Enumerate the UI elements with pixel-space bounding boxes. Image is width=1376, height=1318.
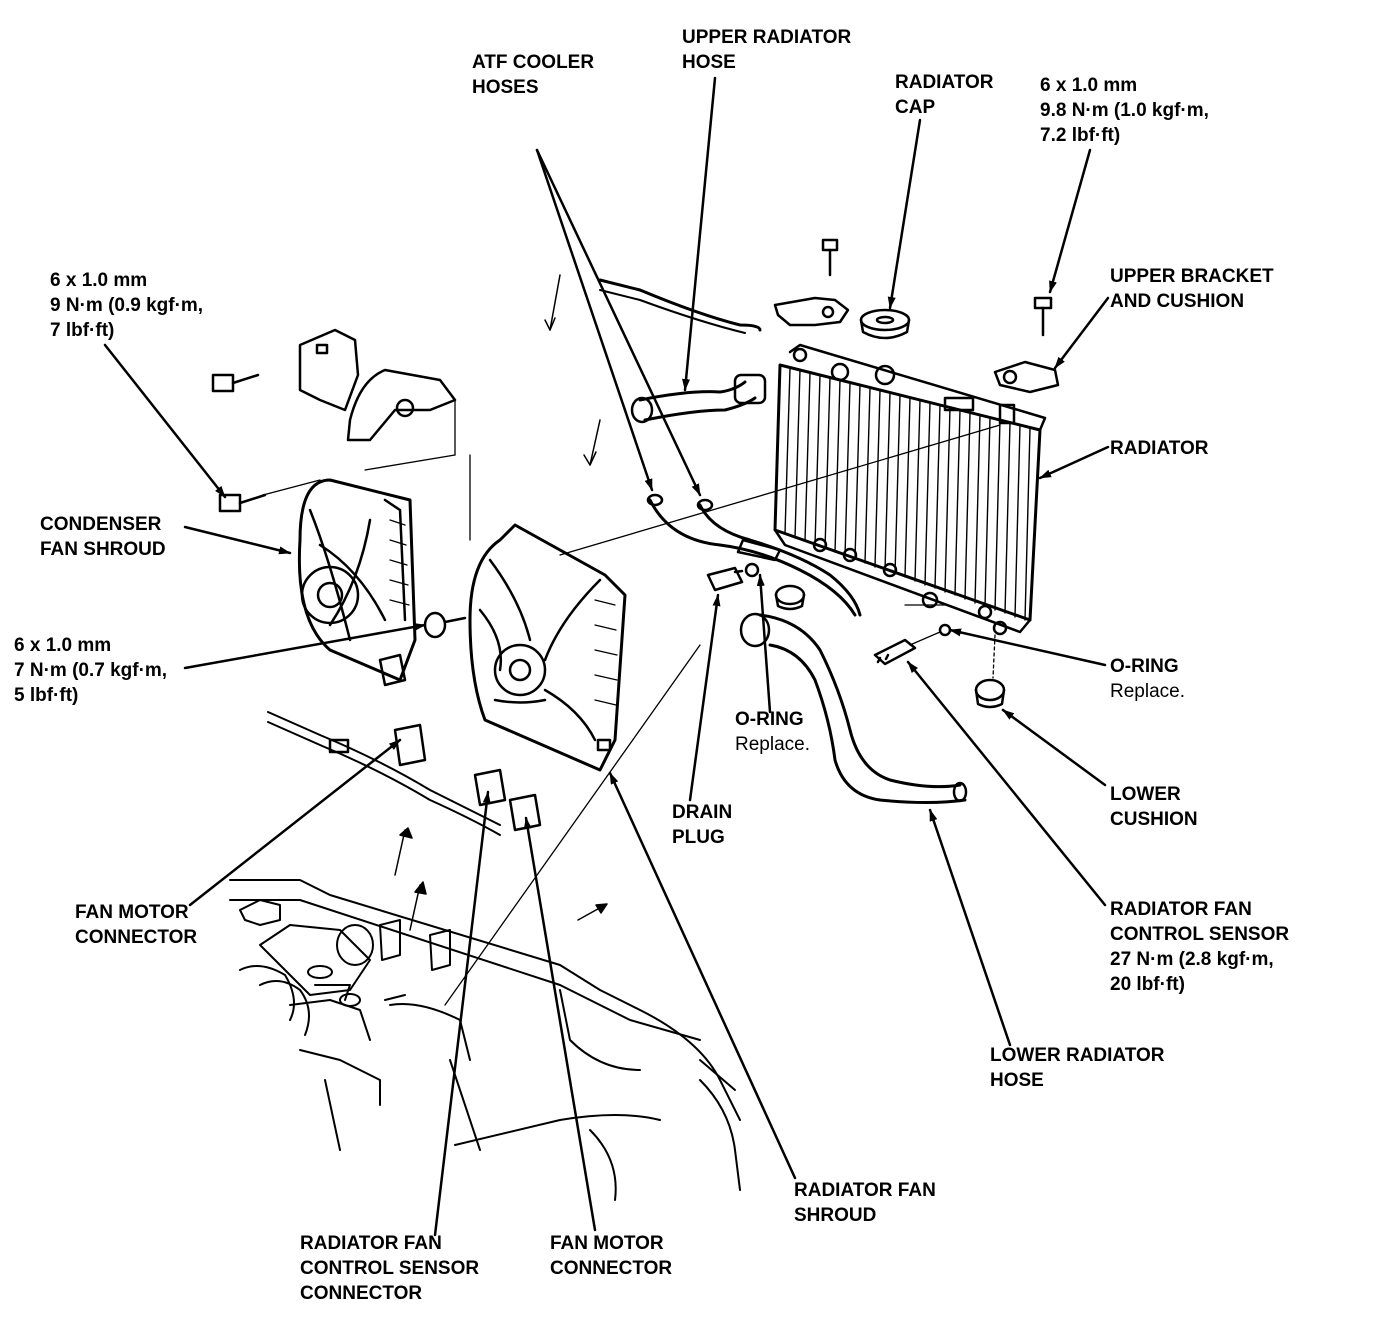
direction-arrows <box>394 274 608 931</box>
bolt-left-upper <box>211 373 260 393</box>
radiator-core <box>773 343 1047 636</box>
bolt-shroud <box>423 611 467 639</box>
upper-radiator-hose <box>630 373 767 424</box>
alignment-lines <box>444 424 1001 1006</box>
condenser-fan-shroud <box>297 478 417 687</box>
radiator-cap <box>859 308 911 340</box>
wiring-harness <box>267 711 542 836</box>
lower-radiator-hose <box>739 612 968 804</box>
bolt-left-lower <box>218 493 267 513</box>
upper-right-bolt-bracket <box>993 296 1060 394</box>
drain-plug <box>706 566 744 592</box>
radiator-fan-shroud <box>468 523 627 772</box>
o-ring-center <box>744 562 760 578</box>
lower-cushion <box>974 678 1006 709</box>
fan-control-sensor <box>873 638 917 666</box>
lower-grommet <box>774 584 806 611</box>
atf-cooler-hoses <box>646 493 862 617</box>
engine-bay-outline <box>229 879 741 1201</box>
condenser-bracket <box>298 328 457 442</box>
atf-upper-hose <box>598 278 762 332</box>
label-radiator: RADIATOR <box>1110 438 1209 459</box>
upper-left-bolt-bracket <box>773 238 850 327</box>
leader-lines <box>103 76 1110 1237</box>
o-ring-right <box>938 623 952 637</box>
